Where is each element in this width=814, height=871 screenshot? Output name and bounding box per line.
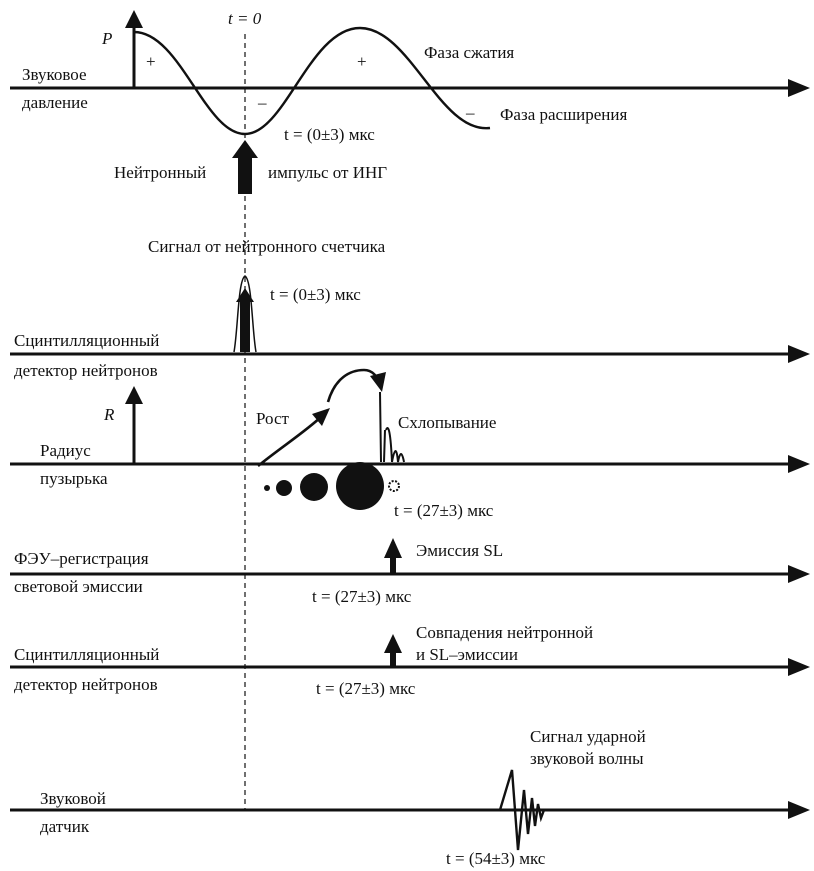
acoustic-time-prefix: t = bbox=[446, 849, 469, 868]
pmt-axis-arrow bbox=[788, 565, 810, 583]
coincidence-arrow-shaft bbox=[390, 650, 396, 667]
bubble-growth-label: Рост bbox=[256, 409, 290, 428]
sound-time-label: t = (0±3) мкс bbox=[284, 125, 375, 144]
p-axis-arrow bbox=[125, 10, 143, 28]
r-axis-symbol: R bbox=[103, 405, 115, 424]
acoustic-section: Звуковой датчик Сигнал ударной звуковой … bbox=[10, 727, 810, 868]
shock-wave-label-line1: Сигнал ударной bbox=[530, 727, 646, 746]
r-axis-arrow bbox=[125, 386, 143, 404]
plus-sign-2: + bbox=[357, 52, 367, 71]
sound-pressure-axis-arrow bbox=[788, 79, 810, 97]
scintillator-1-label-line1: Сцинтилляционный bbox=[14, 331, 159, 350]
bubble-time-prefix: t = bbox=[394, 501, 417, 520]
bubble-radius-label-line1: Радиус bbox=[40, 441, 91, 460]
sl-emission-arrow-head bbox=[384, 538, 402, 558]
neutron-pulse-label-left: Нейтронный bbox=[114, 163, 206, 182]
scintillator-2-section: Сцинтилляционный детектор нейтронов Совп… bbox=[10, 623, 810, 698]
bubble-time-value: (27±3) мкс bbox=[417, 501, 494, 520]
bubble-radius-axis-arrow bbox=[788, 455, 810, 473]
bubble-radius-section: R Радиус пузырька Рост Схлопывание t = (… bbox=[10, 368, 810, 520]
sound-pressure-label-line1: Звуковое bbox=[22, 65, 87, 84]
bubble-growth-arrowhead bbox=[312, 408, 330, 426]
scintillator-2-time-label: t = (27±3) мкс bbox=[316, 679, 416, 698]
counter-signal-arrow bbox=[236, 288, 254, 352]
p-axis-symbol: P bbox=[101, 29, 112, 48]
sound-pressure-wave bbox=[133, 26, 491, 136]
scintillator-1-time-value: (0±3) мкс bbox=[293, 285, 361, 304]
bubble-growth-curve bbox=[257, 415, 323, 468]
pmt-time-prefix: t = bbox=[312, 587, 335, 606]
bubble-collapse-curve bbox=[379, 391, 405, 463]
acoustic-label-line1: Звуковой bbox=[40, 789, 106, 808]
pmt-label-line1: ФЭУ–регистрация bbox=[14, 549, 149, 568]
t0-label: t = 0 bbox=[228, 9, 262, 28]
coincidence-label-line2: и SL–эмиссии bbox=[416, 645, 518, 664]
bubble-arc-arrowhead bbox=[370, 372, 386, 392]
scintillator-2-time-prefix: t = bbox=[316, 679, 339, 698]
scintillator-1-time-label: t = (0±3) мкс bbox=[270, 285, 361, 304]
pmt-label-line2: световой эмиссии bbox=[14, 577, 143, 596]
minus-sign-2: – bbox=[465, 103, 475, 122]
pmt-section: ФЭУ–регистрация световой эмиссии Эмиссия… bbox=[10, 538, 810, 606]
acoustic-time-value: (54±3) мкс bbox=[469, 849, 546, 868]
neutron-pulse-arrow bbox=[232, 140, 258, 194]
scintillator-2-label-line1: Сцинтилляционный bbox=[14, 645, 159, 664]
bubble-size-4 bbox=[336, 462, 384, 510]
compression-phase-label: Фаза сжатия bbox=[424, 43, 514, 62]
sound-time-value: (0±3) мкс bbox=[307, 125, 375, 144]
coincidence-label-line1: Совпадения нейтронной bbox=[416, 623, 593, 642]
scintillator-1-time-prefix: t = bbox=[270, 285, 293, 304]
pmt-time-label: t = (27±3) мкс bbox=[312, 587, 412, 606]
minus-sign-1: – bbox=[257, 93, 267, 112]
bubble-arc-curve bbox=[326, 368, 382, 403]
bubble-size-2 bbox=[276, 480, 292, 496]
sl-emission-arrow-shaft bbox=[390, 555, 396, 574]
bubble-collapse-label: Схлопывание bbox=[398, 413, 496, 432]
bubble-size-3 bbox=[300, 473, 328, 501]
acoustic-label-line2: датчик bbox=[40, 817, 90, 836]
counter-signal-title: Сигнал от нейтронного счетчика bbox=[148, 237, 386, 256]
bubble-time-label: t = (27±3) мкс bbox=[394, 501, 494, 520]
bubble-size-1 bbox=[264, 485, 270, 491]
scintillator-1-axis-arrow bbox=[788, 345, 810, 363]
neutron-pulse-section: Нейтронный импульс от ИНГ bbox=[114, 140, 387, 194]
sound-time-prefix: t = bbox=[284, 125, 307, 144]
acoustic-axis-arrow bbox=[788, 801, 810, 819]
counter-signal-pulse bbox=[233, 275, 257, 353]
rarefaction-phase-label: Фаза расширения bbox=[500, 105, 628, 124]
scintillator-2-axis-arrow bbox=[788, 658, 810, 676]
plus-sign-1: + bbox=[146, 52, 156, 71]
sound-pressure-label-line2: давление bbox=[22, 93, 88, 112]
scintillator-1-section: Сигнал от нейтронного счетчика t = (0±3)… bbox=[10, 237, 810, 380]
sl-emission-label: Эмиссия SL bbox=[416, 541, 503, 560]
bubble-radius-label-line2: пузырька bbox=[40, 469, 108, 488]
scintillator-2-label-line2: детектор нейтронов bbox=[14, 675, 158, 694]
sound-pressure-section: P Звуковое давление + + – – Фаза сжатия … bbox=[10, 10, 810, 144]
bubble-size-collapsed bbox=[388, 480, 400, 492]
scintillator-1-label-line2: детектор нейтронов bbox=[14, 361, 158, 380]
shock-wave-label-line2: звуковой волны bbox=[530, 749, 644, 768]
scintillator-2-time-value: (27±3) мкс bbox=[339, 679, 416, 698]
coincidence-arrow-head bbox=[384, 634, 402, 653]
neutron-pulse-label-right: импульс от ИНГ bbox=[268, 163, 387, 182]
acoustic-time-label: t = (54±3) мкс bbox=[446, 849, 546, 868]
shock-wave-signal bbox=[498, 769, 546, 851]
pmt-time-value: (27±3) мкс bbox=[335, 587, 412, 606]
